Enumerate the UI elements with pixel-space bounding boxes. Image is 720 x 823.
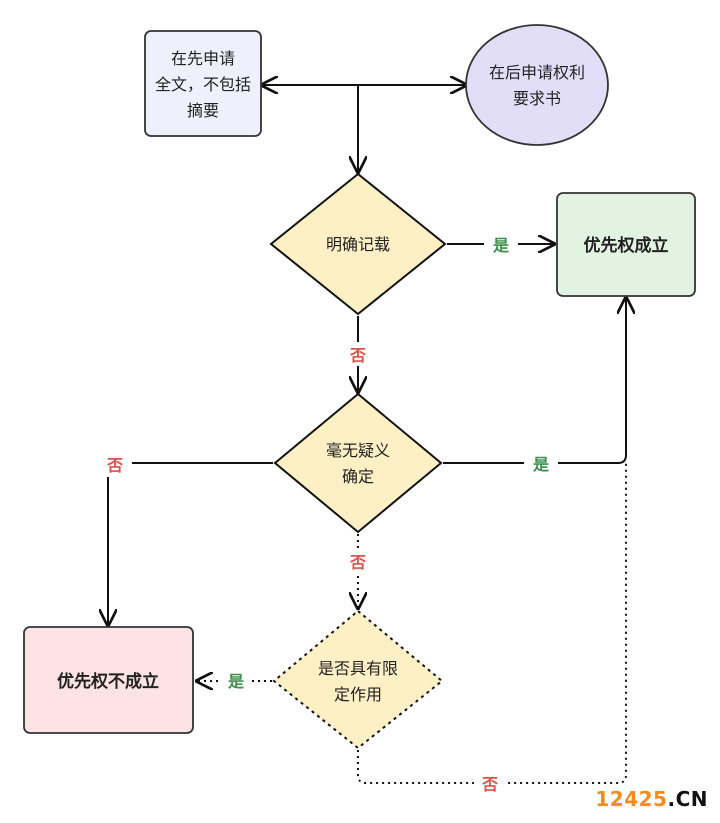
decision-limiting-effect: 是否具有限 定作用 bbox=[272, 609, 444, 750]
decision-clearly-recorded-label: 明确记载 bbox=[326, 235, 390, 254]
node-earlier-application: 在先申请 全文，不包括 摘要 bbox=[144, 30, 262, 137]
decision-clearly-recorded: 明确记载 bbox=[269, 172, 447, 316]
watermark-suffix: .CN bbox=[667, 787, 708, 811]
node-priority-not-established: 优先权不成立 bbox=[23, 626, 194, 734]
edge-no-4 bbox=[357, 463, 627, 784]
edge-label-yes-1: 是 bbox=[492, 236, 509, 255]
node-later-claims: 在后申请权利 要求书 bbox=[465, 24, 609, 146]
node-priority-established: 优先权成立 bbox=[556, 192, 696, 297]
node-later-claims-line1: 在后申请权利 bbox=[489, 63, 585, 82]
edge-label-no-2: 否 bbox=[106, 456, 123, 475]
node-earlier-application-line1: 在先申请 bbox=[171, 49, 235, 68]
edge-yes-2 bbox=[443, 298, 626, 464]
watermark-logo: 12425.CN bbox=[595, 787, 708, 811]
decision-limiting-effect-line2: 定作用 bbox=[334, 685, 382, 704]
node-later-claims-line2: 要求书 bbox=[513, 89, 561, 108]
decision-unambiguous: 毫无疑义 确定 bbox=[273, 392, 443, 534]
edge-label-yes-3: 是 bbox=[227, 672, 244, 691]
edge-label-no-1: 否 bbox=[349, 346, 366, 365]
edge-label-no-4: 否 bbox=[481, 775, 498, 794]
node-earlier-application-line2: 全文，不包括 bbox=[155, 75, 251, 94]
node-priority-not-established-label: 优先权不成立 bbox=[57, 671, 159, 692]
decision-unambiguous-line2: 确定 bbox=[342, 467, 374, 486]
decision-limiting-effect-line1: 是否具有限 bbox=[318, 659, 398, 678]
edge-label-no-3: 否 bbox=[349, 553, 366, 572]
edge-label-yes-2: 是 bbox=[532, 455, 549, 474]
decision-unambiguous-line1: 毫无疑义 bbox=[326, 441, 390, 460]
watermark-digits: 12425 bbox=[595, 787, 668, 811]
node-earlier-application-line3: 摘要 bbox=[187, 101, 219, 120]
node-priority-established-label: 优先权成立 bbox=[584, 235, 669, 256]
edge-no-2 bbox=[108, 462, 273, 625]
